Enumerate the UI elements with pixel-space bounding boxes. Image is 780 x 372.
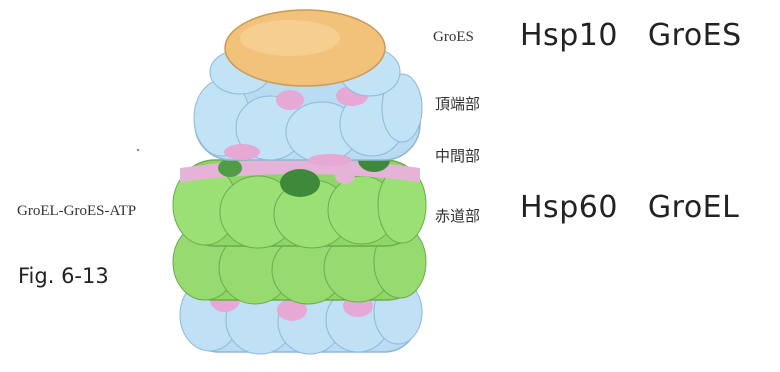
intermediate-label: 中間部	[435, 145, 480, 166]
groes-label: GroES	[433, 29, 474, 46]
groel-protein-label: GroEL	[648, 190, 739, 225]
figure-number: Fig. 6-13	[18, 264, 109, 288]
equatorial-label: 赤道部	[435, 205, 480, 226]
apical-label: 頂端部	[435, 93, 480, 114]
hsp10-label: Hsp10	[520, 18, 618, 53]
groes-protein-label: GroES	[648, 18, 742, 53]
groes-cap-highlight	[240, 20, 340, 56]
speck	[137, 149, 139, 151]
hsp60-label: Hsp60	[520, 190, 618, 225]
hsp10-groes-row: Hsp10 GroES	[520, 18, 742, 53]
hsp60-groel-row: Hsp60 GroEL	[520, 190, 739, 225]
upper-green-ring	[173, 148, 426, 248]
complex-label: GroEL-GroES-ATP	[17, 203, 136, 220]
